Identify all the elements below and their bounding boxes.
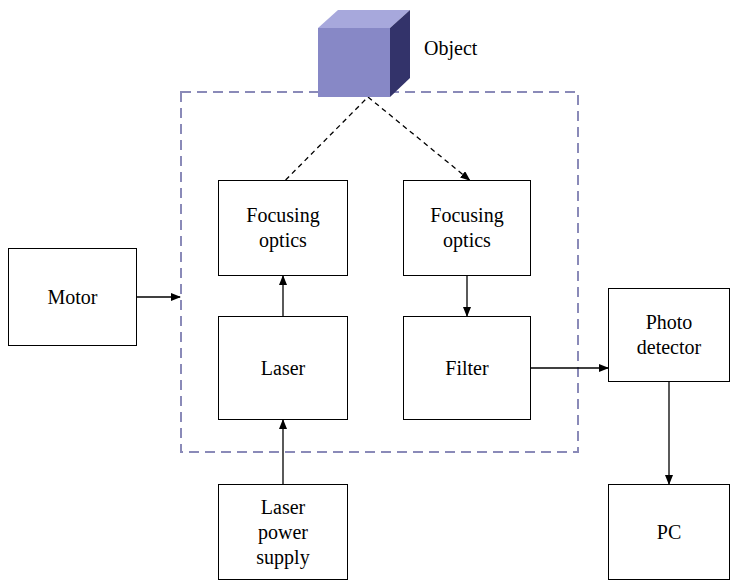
light-path bbox=[286, 97, 368, 180]
process-box: Laser bbox=[218, 316, 348, 420]
object-label: Object bbox=[424, 36, 477, 61]
box-label: Focusing optics bbox=[412, 203, 522, 253]
signal-arrow bbox=[282, 276, 283, 316]
box-label: Photo detector bbox=[617, 310, 721, 360]
box-label: PC bbox=[657, 520, 681, 545]
box-label: Motor bbox=[48, 285, 98, 310]
motor-arrow bbox=[137, 296, 180, 297]
light-path bbox=[368, 97, 470, 180]
box-label: Focusing optics bbox=[227, 203, 339, 253]
box-label: Laser bbox=[261, 356, 305, 381]
box-label: Filter bbox=[445, 356, 488, 381]
signal-arrow bbox=[668, 382, 669, 484]
signal-arrow bbox=[282, 420, 283, 484]
process-box: Filter bbox=[403, 316, 531, 420]
box-label: Laser power supply bbox=[239, 495, 327, 570]
process-box: PC bbox=[608, 484, 730, 580]
process-box: Motor bbox=[8, 248, 137, 346]
signal-arrow bbox=[466, 276, 467, 316]
process-box: Focusing optics bbox=[403, 180, 531, 276]
process-box: Focusing optics bbox=[218, 180, 348, 276]
process-box: Laser power supply bbox=[218, 484, 348, 580]
signal-arrow bbox=[531, 367, 608, 368]
object-node: Object bbox=[318, 10, 488, 97]
group-outline bbox=[181, 92, 578, 452]
process-box: Photo detector bbox=[608, 288, 730, 382]
cube-icon bbox=[318, 10, 410, 97]
